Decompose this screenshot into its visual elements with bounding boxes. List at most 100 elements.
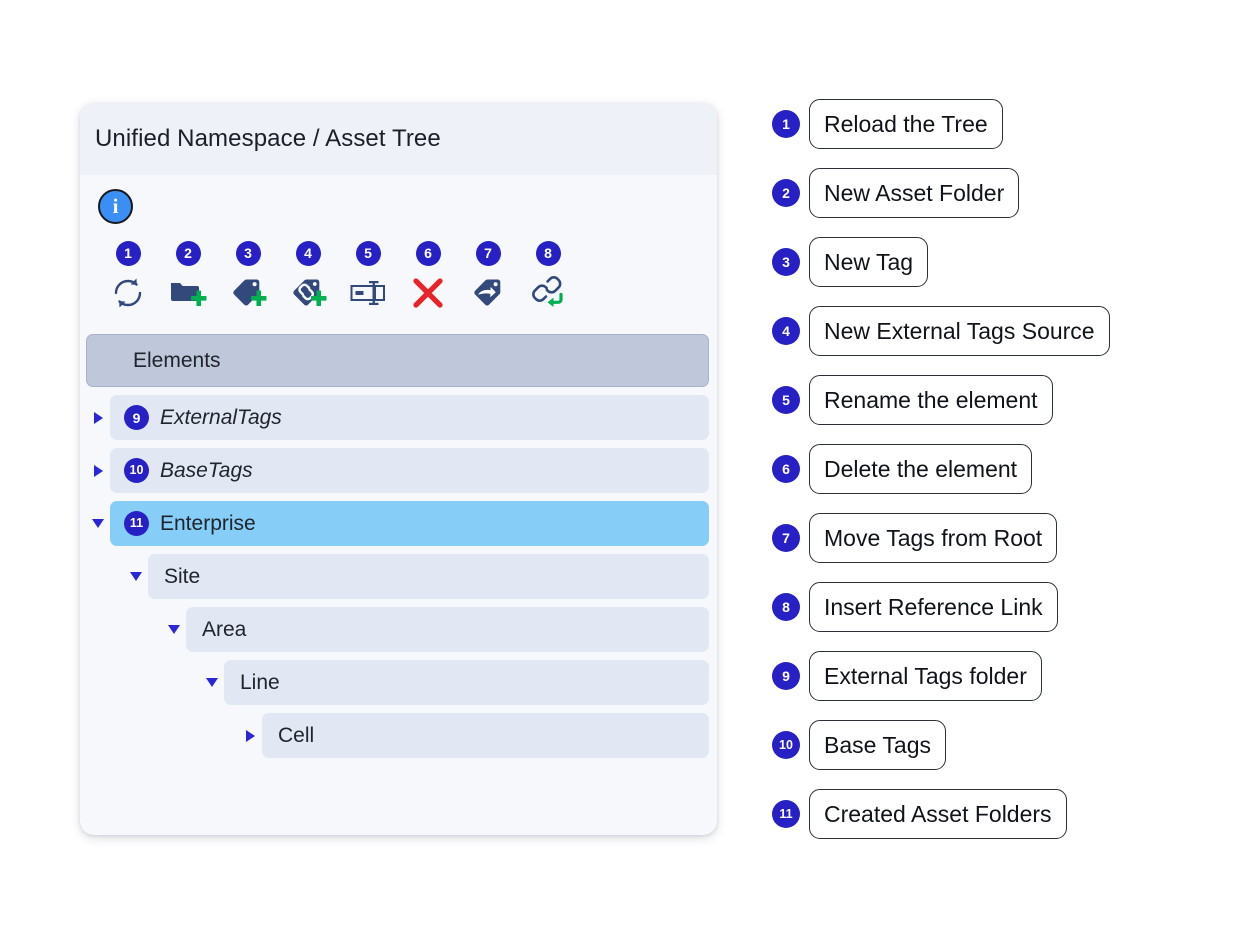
callout-badge-2: 2 [175,240,201,266]
tree-row[interactable]: Area [80,607,717,652]
toolbar-number-badges: 1 2 3 4 5 6 7 8 [98,239,717,267]
tree-row[interactable]: 10 BaseTags [80,448,717,493]
tree-row-selected[interactable]: 11 Enterprise [80,501,717,546]
reload-tree-button[interactable] [98,270,158,316]
toolbar-icons [98,270,717,316]
new-asset-folder-button[interactable] [158,270,218,316]
info-row: i [98,189,717,233]
toolbar-badge-cell: 6 [398,239,458,267]
chevron-down-icon [168,625,180,634]
legend-item-1: 1 Reload the Tree [772,98,1110,150]
legend-item-8: 8 Insert Reference Link [772,581,1110,633]
info-icon[interactable]: i [98,189,133,224]
tag-move-arrow-icon [474,279,501,306]
tree-row-label: Enterprise [160,511,256,535]
insert-reference-link-button[interactable] [518,270,578,316]
tree-row-label: Site [164,564,201,588]
expand-toggle[interactable] [86,411,110,424]
chevron-right-icon [93,464,103,477]
delete-element-button[interactable] [398,270,458,316]
legend-label: Rename the element [809,375,1053,425]
page-title: Unified Namespace / Asset Tree [95,125,441,152]
callout-badge-11: 11 [124,511,149,536]
new-external-tags-source-button[interactable] [278,270,338,316]
legend-item-4: 4 New External Tags Source [772,305,1110,357]
expand-toggle[interactable] [86,464,110,477]
chevron-right-icon [245,729,255,742]
folder-plus-icon [171,283,207,307]
legend-badge-3: 3 [772,248,800,276]
legend-label: New Tag [809,237,929,287]
legend-badge-5: 5 [772,386,800,414]
move-tags-from-root-button[interactable] [458,270,518,316]
tree-row[interactable]: Line [80,660,717,705]
legend-label: New Asset Folder [809,168,1020,218]
rename-input-icon [350,281,385,305]
asset-tree: Elements 9 ExternalTags 10 BaseTags 11 E… [80,334,717,758]
chevron-right-icon [93,411,103,424]
callout-badge-10: 10 [124,458,149,483]
legend-label: Move Tags from Root [809,513,1058,563]
callout-badge-1: 1 [115,240,141,266]
legend-label: Insert Reference Link [809,582,1058,632]
tree-row[interactable]: Cell [80,713,717,758]
legend-badge-6: 6 [772,455,800,483]
legend-badge-1: 1 [772,110,800,138]
legend-badge-2: 2 [772,179,800,207]
legend-label: Reload the Tree [809,99,1003,149]
callout-badge-5: 5 [355,240,381,266]
legend-item-5: 5 Rename the element [772,374,1110,426]
tree-row-label: Area [202,617,247,641]
toolbar-badge-cell: 8 [518,239,578,267]
callout-badge-8: 8 [535,240,561,266]
tree-row[interactable]: Site [80,554,717,599]
tag-link-plus-icon [293,279,327,307]
asset-tree-panel: Unified Namespace / Asset Tree i 1 2 3 4… [80,103,717,835]
chevron-down-icon [206,678,218,687]
legend-label: New External Tags Source [809,306,1110,356]
legend-item-10: 10 Base Tags [772,719,1110,771]
toolbar-badge-cell: 7 [458,239,518,267]
rename-element-button[interactable] [338,270,398,316]
collapse-toggle[interactable] [124,572,148,581]
tree-row-label: Line [240,670,280,694]
toolbar-badge-cell: 5 [338,239,398,267]
legend-badge-7: 7 [772,524,800,552]
callout-badge-9: 9 [124,405,149,430]
callout-badge-7: 7 [475,240,501,266]
tree-column-header: Elements [86,334,709,387]
expand-toggle[interactable] [238,729,262,742]
tree-row-label: BaseTags [160,458,253,482]
panel-header: Unified Namespace / Asset Tree [80,103,717,175]
tree-row-body[interactable]: Line [224,660,709,705]
tree-row-body[interactable]: 10 BaseTags [110,448,709,493]
tree-row-body[interactable]: Area [186,607,709,652]
legend-item-7: 7 Move Tags from Root [772,512,1110,564]
legend-item-11: 11 Created Asset Folders [772,788,1110,840]
tag-plus-icon [233,279,267,307]
link-return-icon [532,276,563,307]
legend-badge-9: 9 [772,662,800,690]
legend-badge-4: 4 [772,317,800,345]
toolbar-badge-cell: 4 [278,239,338,267]
tree-row-body[interactable]: Site [148,554,709,599]
legend-label: Created Asset Folders [809,789,1067,839]
legend-item-3: 3 New Tag [772,236,1110,288]
collapse-toggle[interactable] [162,625,186,634]
legend-item-6: 6 Delete the element [772,443,1110,495]
collapse-toggle[interactable] [200,678,224,687]
legend-badge-10: 10 [772,731,800,759]
legend-badge-8: 8 [772,593,800,621]
tree-row-label: ExternalTags [160,405,282,429]
tree-row-body[interactable]: 11 Enterprise [110,501,709,546]
tree-row-body[interactable]: Cell [262,713,709,758]
tree-row[interactable]: 9 ExternalTags [80,395,717,440]
tree-row-body[interactable]: 9 ExternalTags [110,395,709,440]
toolbar-badge-cell: 3 [218,239,278,267]
toolbar-area: i 1 2 3 4 5 6 7 8 [80,175,717,316]
collapse-toggle[interactable] [86,519,110,528]
toolbar-badge-cell: 2 [158,239,218,267]
new-tag-button[interactable] [218,270,278,316]
legend-list: 1 Reload the Tree 2 New Asset Folder 3 N… [772,98,1110,857]
callout-badge-3: 3 [235,240,261,266]
